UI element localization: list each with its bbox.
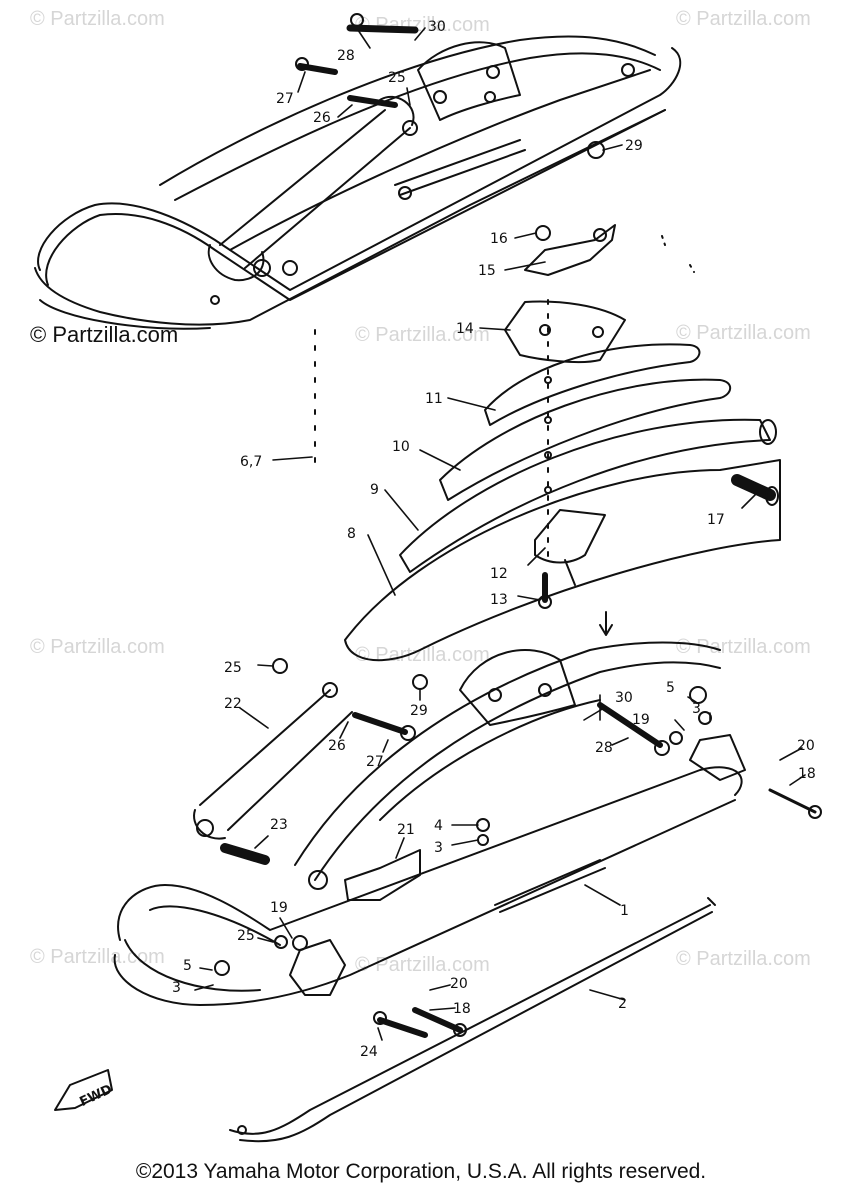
callout-29: 29 (410, 703, 428, 719)
callout-4: 4 (434, 818, 443, 834)
callout-15: 15 (478, 263, 496, 279)
callout-5: 5 (183, 958, 192, 974)
forward-arrow-icon (54, 1069, 113, 1111)
fwd-label: FWD (77, 1082, 114, 1110)
watermark: © Partzilla.com (676, 948, 811, 970)
callout-25: 25 (388, 70, 406, 86)
callout-28: 28 (337, 48, 355, 64)
callout-25: 25 (237, 928, 255, 944)
callout-30: 30 (428, 19, 446, 35)
callout-11: 11 (425, 391, 443, 407)
callout-3: 3 (172, 980, 181, 996)
exploded-ski-bottom (113, 641, 822, 1143)
copyright-notice: ©2013 Yamaha Motor Corporation, U.S.A. A… (135, 1160, 707, 1183)
brand-watermark: © Partzilla.com (30, 322, 179, 347)
callout-19: 19 (270, 900, 288, 916)
callout-20: 20 (797, 738, 815, 754)
leader-lines (194, 27, 806, 1041)
callout-2: 2 (618, 996, 627, 1012)
callout-28: 28 (595, 740, 613, 756)
callout-23: 23 (270, 817, 288, 833)
callout-25: 25 (224, 660, 242, 676)
callout-13: 13 (490, 592, 508, 608)
callout-16: 16 (490, 231, 508, 247)
watermark: © Partzilla.com (355, 324, 490, 346)
callout-21: 21 (397, 822, 415, 838)
callout-18: 18 (453, 1001, 471, 1017)
callout-3: 3 (692, 701, 701, 717)
callout-1: 1 (620, 903, 629, 919)
callout-9: 9 (370, 482, 379, 498)
callout-8: 8 (347, 526, 356, 542)
callout-6-7: 6,7 (240, 454, 262, 470)
callout-22: 22 (224, 696, 242, 712)
callout-27: 27 (276, 91, 294, 107)
leaf-spring-stack (314, 224, 781, 662)
watermark: © Partzilla.com (676, 322, 811, 344)
watermark: © Partzilla.com (355, 954, 490, 976)
callout-27: 27 (366, 754, 384, 770)
callout-14: 14 (456, 321, 474, 337)
callout-29: 29 (625, 138, 643, 154)
callout-17: 17 (707, 512, 725, 528)
callout-12: 12 (490, 566, 508, 582)
callout-5: 5 (666, 680, 675, 696)
assembled-ski-top (34, 13, 682, 330)
watermark: © Partzilla.com (676, 636, 811, 658)
callout-20: 20 (450, 976, 468, 992)
watermark: © Partzilla.com (30, 8, 165, 30)
watermark: © Partzilla.com (30, 636, 165, 658)
callout-30: 30 (615, 690, 633, 706)
callout-19: 19 (632, 712, 650, 728)
callout-3: 3 (434, 840, 443, 856)
callout-labels: 30 28 25 27 26 29 16 15 14 11 10 6,7 9 1… (172, 19, 816, 1060)
callout-26: 26 (313, 110, 331, 126)
callout-18: 18 (798, 766, 816, 782)
watermark: © Partzilla.com (676, 8, 811, 30)
callout-10: 10 (392, 439, 410, 455)
callout-24: 24 (360, 1044, 378, 1060)
callout-26: 26 (328, 738, 346, 754)
